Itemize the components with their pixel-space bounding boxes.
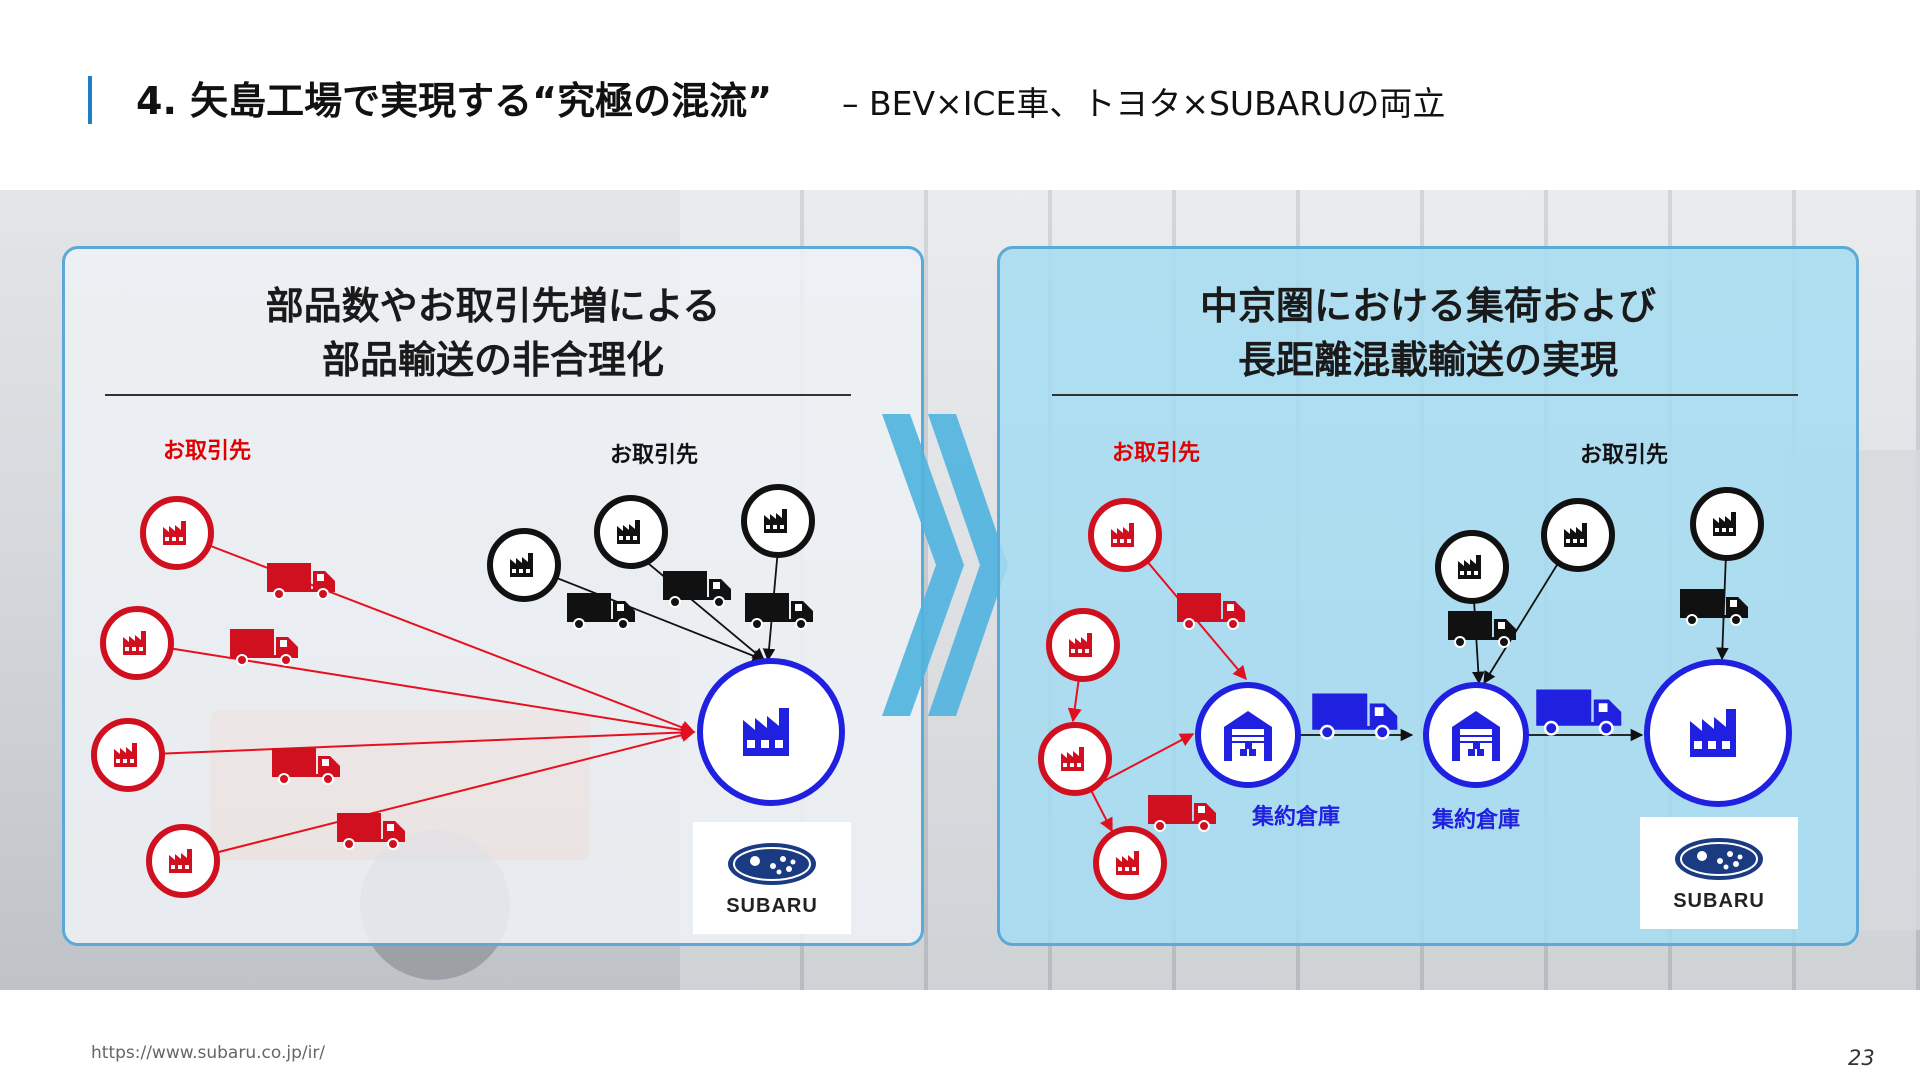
before-flow-diagram bbox=[91, 484, 845, 898]
panel-after-heading-line1: 中京圏における集荷および bbox=[1199, 284, 1656, 328]
supplier-factory-icon bbox=[146, 824, 220, 898]
panel-before-heading-line1: 部品数やお取引先増による bbox=[265, 284, 721, 328]
panel-after-heading-line2: 長距離混載輸送の実現 bbox=[1237, 338, 1618, 382]
page-subtitle: – BEV×ICE車、トヨタ×SUBARUの両立 bbox=[842, 84, 1446, 123]
panel-after-heading: 中京圏における集荷および 長距離混載輸送の実現 bbox=[1000, 279, 1856, 387]
supplier-factory-icon bbox=[100, 606, 174, 680]
subaru-emblem-icon bbox=[1675, 838, 1763, 880]
subaru-logo-text: SUBARU bbox=[726, 895, 818, 917]
supplier-factory-icon bbox=[140, 496, 214, 570]
page-title: 4. 矢島工場で実現する“究極の混流” bbox=[136, 79, 773, 123]
label-black-suppliers: お取引先 bbox=[1580, 443, 1669, 468]
truck-icon bbox=[567, 592, 636, 630]
subaru-emblem-icon bbox=[728, 843, 816, 885]
flow-line bbox=[1103, 733, 1195, 782]
label-red-suppliers: お取引先 bbox=[163, 439, 252, 464]
label-red-suppliers: お取引先 bbox=[1112, 441, 1201, 466]
panel-after-divider bbox=[1052, 394, 1798, 396]
supplier-factory-icon bbox=[487, 528, 561, 602]
page-number: 23 bbox=[1848, 1046, 1875, 1070]
truck-icon bbox=[272, 747, 341, 785]
subaru-plant-icon bbox=[1644, 659, 1792, 807]
flow-line bbox=[523, 564, 766, 662]
after-flow-diagram bbox=[1038, 487, 1792, 900]
subaru-logo: SUBARU bbox=[1640, 817, 1798, 929]
warehouse-label: 集約倉庫 bbox=[1252, 805, 1341, 830]
subaru-logo: SUBARU bbox=[693, 822, 851, 934]
panel-before-heading: 部品数やお取引先増による 部品輸送の非合理化 bbox=[65, 279, 921, 387]
consolidation-warehouse-icon bbox=[1195, 682, 1301, 788]
supplier-factory-icon bbox=[1690, 487, 1764, 561]
flow-line bbox=[127, 725, 696, 756]
label-black-suppliers: お取引先 bbox=[610, 443, 699, 468]
flow-line bbox=[630, 548, 765, 661]
truck-icon bbox=[1680, 588, 1749, 626]
supplier-factory-icon bbox=[1038, 722, 1112, 796]
supplier-factory-icon bbox=[91, 718, 165, 792]
truck-icon bbox=[337, 812, 406, 850]
panel-before-divider bbox=[105, 394, 851, 396]
supplier-factory-icon bbox=[1435, 530, 1509, 604]
panel-before: 部品数やお取引先増による 部品輸送の非合理化 お取引先 お取 bbox=[62, 246, 924, 946]
truck-icon bbox=[267, 562, 336, 600]
consolidation-warehouse-icon bbox=[1423, 682, 1529, 788]
flow-line bbox=[136, 642, 696, 737]
truck-icon bbox=[1534, 688, 1623, 736]
truck-icon bbox=[1310, 692, 1399, 740]
supplier-factory-icon bbox=[1093, 826, 1167, 900]
panel-after: 中京圏における集荷および 長距離混載輸送の実現 bbox=[997, 246, 1859, 946]
truck-icon bbox=[663, 570, 732, 608]
supplier-factory-icon bbox=[1046, 608, 1120, 682]
truck-icon bbox=[1177, 592, 1246, 630]
supplier-factory-icon bbox=[594, 495, 668, 569]
truck-icon bbox=[230, 628, 299, 666]
truck-icon bbox=[745, 592, 814, 630]
supplier-factory-icon bbox=[741, 484, 815, 558]
footer-url[interactable]: https://www.subaru.co.jp/ir/ bbox=[91, 1043, 326, 1063]
panel-before-heading-line2: 部品輸送の非合理化 bbox=[321, 338, 664, 382]
title-accent-bar bbox=[88, 76, 92, 124]
truck-icon bbox=[1148, 794, 1217, 832]
subaru-logo-text: SUBARU bbox=[1673, 890, 1765, 912]
truck-icon bbox=[1448, 610, 1517, 648]
chevron-right-icon bbox=[882, 414, 1008, 716]
subaru-plant-icon bbox=[697, 658, 845, 806]
flow-line bbox=[182, 728, 696, 862]
flow-line bbox=[176, 532, 696, 735]
supplier-factory-icon bbox=[1541, 498, 1615, 572]
supplier-factory-icon bbox=[1088, 498, 1162, 572]
warehouse-label: 集約倉庫 bbox=[1432, 808, 1521, 833]
